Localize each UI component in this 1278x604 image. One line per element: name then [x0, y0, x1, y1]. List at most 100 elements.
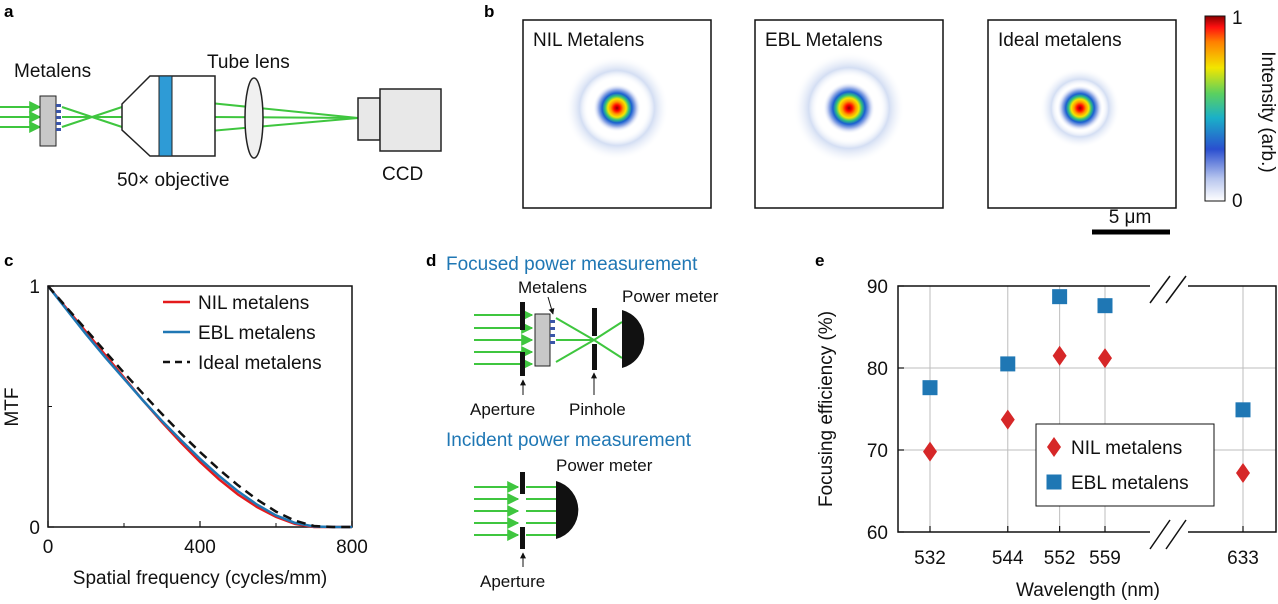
eff-xtick-label: 633	[1227, 548, 1259, 569]
panel-e: e 532 544 552 559 633 60 70 80 90 Wavelength (nm…	[815, 251, 1277, 601]
panel-label-a: a	[4, 2, 14, 21]
eff-legend-label: NIL metalens	[1071, 438, 1182, 459]
eff-legend-box	[1035, 423, 1215, 507]
pinhole-label: Pinhole	[569, 400, 626, 419]
d-power-meter-label-2: Power meter	[556, 456, 653, 475]
eff-ytick-label: 70	[867, 441, 888, 462]
eff-point-nil	[1236, 462, 1250, 483]
mtf-legend-label: EBL metalens	[198, 323, 316, 344]
mtf-xtick-label: 400	[184, 537, 216, 558]
eff-point-nil	[923, 441, 937, 462]
power-meter-icon-2	[556, 481, 579, 539]
d-metalens-icon	[534, 313, 551, 367]
metalens-label: Metalens	[14, 61, 91, 82]
mtf-series-line-1	[47, 285, 352, 529]
mtf-ytick-label: 0	[29, 518, 40, 539]
ccd-body-icon	[379, 88, 442, 152]
metalens-icon	[39, 95, 57, 147]
d-metalens-arrow	[547, 296, 555, 315]
ccd-label: CCD	[382, 164, 423, 185]
panel-a: a Metalens Tube lens 50× objective CCD	[0, 2, 442, 191]
axis-break-top	[1149, 275, 1188, 304]
mtf-legend-label: Ideal metalens	[198, 353, 322, 374]
incident-aperture-bottom-icon	[520, 527, 525, 549]
eff-ytick-label: 60	[867, 523, 888, 544]
eff-xtick-label: 544	[992, 548, 1024, 569]
eff-point-ebl	[1052, 289, 1068, 305]
eff-point-ebl	[1000, 356, 1016, 372]
mtf-ytick-label: 1	[29, 277, 40, 298]
eff-plot-frame	[897, 285, 1277, 533]
eff-point-ebl	[1097, 298, 1113, 314]
objective-label: 50× objective	[117, 170, 230, 191]
colorbar-min-label: 0	[1232, 191, 1243, 212]
power-meter-icon-1	[622, 310, 645, 368]
incident-aperture-top-icon	[520, 472, 525, 494]
focused-title: Focused power measurement	[446, 254, 698, 275]
pinhole-bottom-icon	[592, 344, 597, 370]
mtf-axis-ticks: 0 400 800 0 1	[29, 277, 367, 558]
d-metalens-pillars	[550, 320, 555, 344]
eff-point-ebl	[1235, 402, 1251, 418]
psf-panel-ideal: Ideal metalens	[987, 19, 1177, 209]
eff-xtick-label: 532	[914, 548, 946, 569]
incident-title: Incident power measurement	[446, 430, 692, 451]
eff-legend-marker-ebl	[1046, 474, 1062, 490]
eff-legend-label: EBL metalens	[1071, 473, 1189, 494]
eff-xtick-label: 559	[1089, 548, 1121, 569]
incoming-beams	[0, 101, 359, 133]
objective-element-icon	[158, 75, 173, 157]
scalebar-label: 5 μm	[1109, 207, 1152, 228]
mtf-xlabel: Spatial frequency (cycles/mm)	[73, 568, 327, 589]
panel-label-e: e	[815, 251, 824, 270]
aperture-label-2: Aperture	[480, 572, 545, 591]
eff-point-nil	[1098, 348, 1112, 369]
eff-axis-ticks: 532 544 552 559 633 60 70 80 90	[867, 277, 1259, 569]
ccd-front-icon	[357, 97, 381, 141]
pinhole-top-icon	[592, 308, 597, 336]
eff-xtick-label: 552	[1044, 548, 1076, 569]
aperture-label-1: Aperture	[470, 400, 535, 419]
eff-point-ebl	[922, 380, 938, 396]
mtf-xtick-label: 0	[43, 537, 54, 558]
eff-point-nil	[1000, 409, 1015, 430]
mtf-series-line-2	[47, 285, 352, 529]
colorbar	[1204, 15, 1226, 202]
eff-legend-marker-nil	[1047, 437, 1061, 457]
panel-label-d: d	[426, 251, 436, 270]
mtf-xtick-label: 800	[336, 537, 368, 558]
eff-ytick-label: 90	[867, 277, 888, 298]
colorbar-max-label: 1	[1232, 8, 1243, 29]
eff-xlabel: Wavelength (nm)	[1016, 580, 1160, 601]
eff-series	[922, 289, 1251, 483]
tube-lens-icon	[244, 77, 264, 159]
panel-b: b NIL Metalens EBL Metalens Ideal metale…	[484, 2, 1278, 235]
psf-title-ebl: EBL Metalens	[765, 30, 883, 51]
metalens-pillars	[56, 104, 61, 131]
panel-label-b: b	[484, 2, 494, 21]
psf-panel-nil: NIL Metalens	[522, 19, 712, 209]
mtf-legend-label: NIL metalens	[198, 293, 309, 314]
d-metalens-label: Metalens	[518, 278, 587, 297]
psf-title-ideal: Ideal metalens	[998, 30, 1122, 51]
aperture-top-icon	[520, 302, 525, 330]
mtf-series	[47, 285, 352, 529]
d-power-meter-label-1: Power meter	[622, 287, 719, 306]
eff-ylabel: Focusing efficiency (%)	[816, 311, 837, 507]
psf-panel-ebl: EBL Metalens	[754, 19, 944, 209]
psf-title-nil: NIL Metalens	[533, 30, 644, 51]
panel-d: d Focused power measurement Metalens Pow…	[426, 251, 719, 591]
eff-point-nil	[1052, 345, 1067, 366]
panel-c: c 0 400 800 0 1 Spatial frequency (cycles/mm…	[2, 251, 368, 589]
aperture-bottom-icon	[520, 352, 525, 376]
mtf-ylabel: MTF	[2, 387, 23, 426]
incident-beams	[474, 481, 556, 541]
panel-label-c: c	[4, 251, 13, 270]
axis-break-bottom	[1149, 519, 1188, 550]
eff-ytick-label: 80	[867, 359, 888, 380]
tube-lens-label: Tube lens	[207, 52, 290, 73]
colorbar-title: Intensity (arb.)	[1257, 51, 1278, 172]
